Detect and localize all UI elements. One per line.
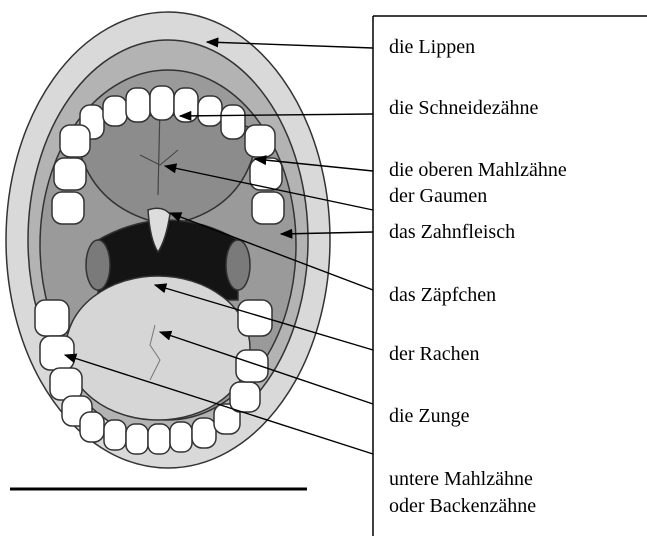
label-rachen: der Rachen	[389, 342, 480, 367]
tongue	[66, 276, 250, 420]
label-gaumen: der Gaumen	[389, 184, 487, 209]
label-untere-mahlzaehne: untere Mahlzähne	[389, 467, 533, 492]
label-zaepfchen: das Zäpfchen	[389, 283, 496, 308]
label-lippen: die Lippen	[389, 35, 475, 60]
label-zunge: die Zunge	[389, 404, 470, 429]
label-zahnfleisch: das Zahnfleisch	[389, 220, 515, 245]
mouth-illustration	[6, 12, 330, 468]
label-schneidezaehne: die Schneidezähne	[389, 96, 538, 121]
label-panel-border	[373, 16, 647, 536]
label-backenzaehne: oder Backenzähne	[389, 494, 536, 519]
label-obere-mahlzaehne: die oberen Mahlzähne	[389, 158, 567, 183]
